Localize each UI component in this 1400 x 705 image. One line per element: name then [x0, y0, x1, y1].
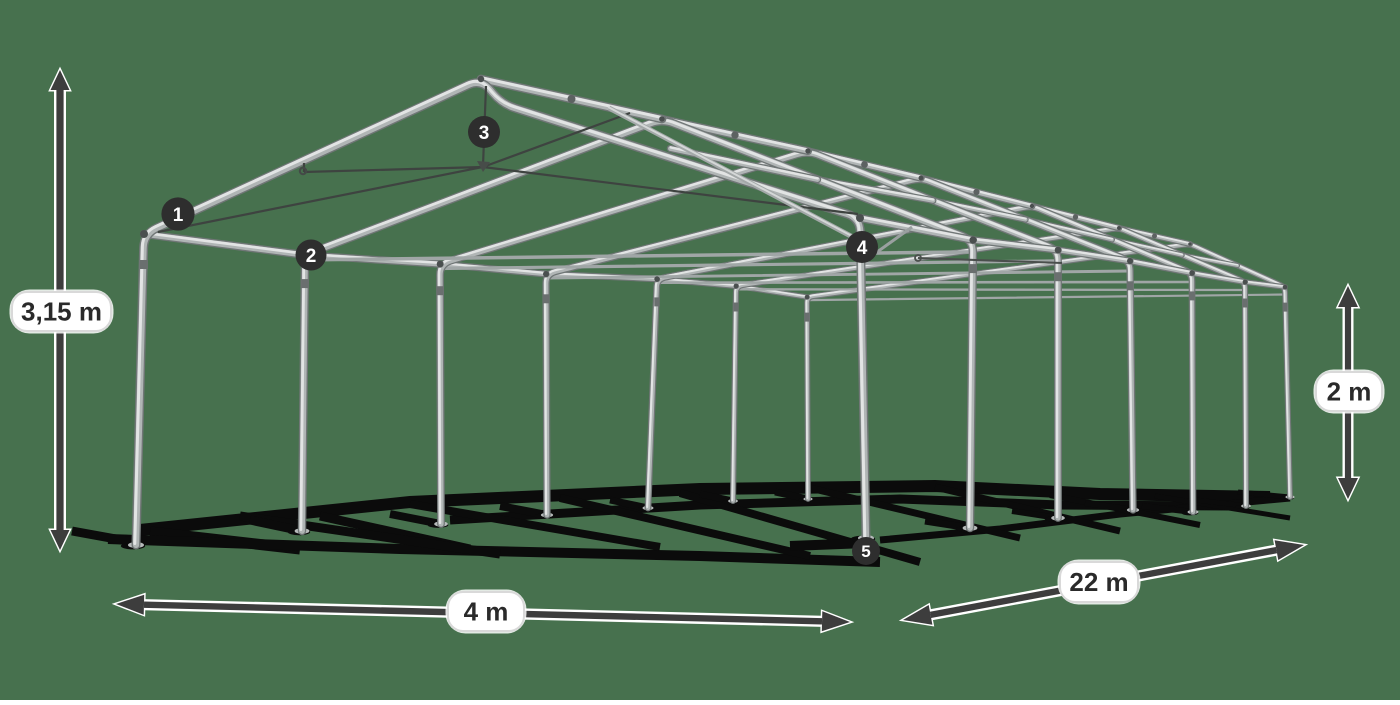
svg-text:3,15 m: 3,15 m: [21, 297, 102, 327]
svg-text:22 m: 22 m: [1069, 567, 1128, 597]
svg-text:4: 4: [857, 238, 868, 259]
svg-text:3: 3: [479, 123, 490, 144]
svg-text:5: 5: [861, 542, 870, 561]
svg-text:2: 2: [306, 246, 317, 267]
svg-text:1: 1: [173, 205, 184, 226]
svg-text:2 m: 2 m: [1327, 377, 1372, 407]
svg-text:4 m: 4 m: [464, 597, 509, 627]
